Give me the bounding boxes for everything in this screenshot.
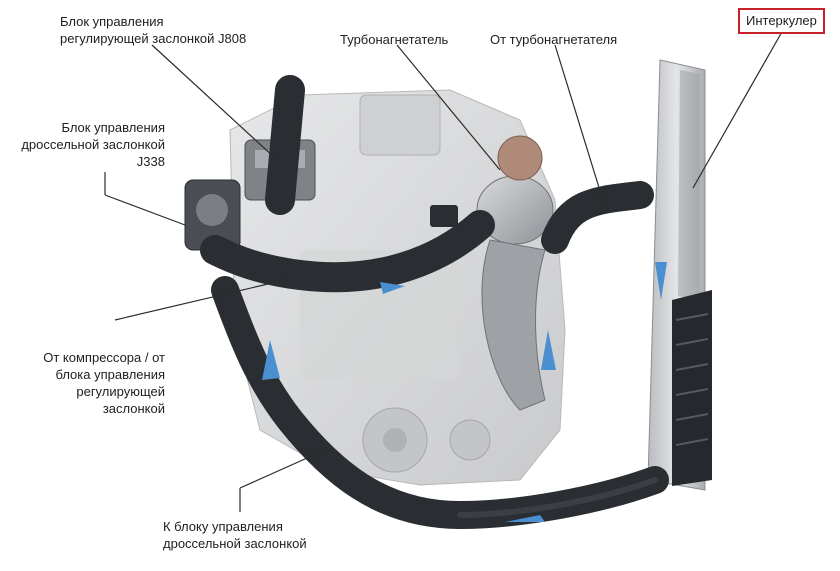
label-intercooler-line-1: Интеркулер bbox=[746, 13, 817, 28]
flow-arrow-up-hose bbox=[262, 340, 280, 380]
label-j808-line-2: регулирующей заслонкой J808 bbox=[60, 31, 247, 46]
label-to-throttle-line-1: К блоку управления bbox=[163, 519, 283, 534]
label-turbocharger: Турбонагнетатель bbox=[340, 31, 448, 48]
label-j808: Блок управления регулирующей заслонкой J… bbox=[60, 13, 246, 47]
label-to-throttle: К блоку управления дроссельной заслонкой bbox=[163, 518, 307, 552]
label-from-turbocharger: От турбонагнетателя bbox=[490, 31, 617, 48]
label-from-compressor-line-3: регулирующей bbox=[76, 384, 165, 399]
flow-arrows bbox=[262, 262, 667, 522]
flow-arrow-left bbox=[505, 515, 545, 522]
label-to-throttle-line-2: дроссельной заслонкой bbox=[163, 536, 307, 551]
leader-turbo bbox=[396, 44, 501, 171]
turbocharger bbox=[430, 135, 554, 411]
leader-j338-b bbox=[104, 194, 186, 226]
leader-from-compressor bbox=[114, 279, 286, 321]
leader-intercooler bbox=[692, 29, 784, 189]
label-j338: Блок управления дроссельной заслонкой J3… bbox=[0, 119, 165, 170]
label-j338-line-3: J338 bbox=[136, 154, 165, 169]
flow-arrow-down bbox=[655, 262, 667, 300]
label-from-compressor: От компрессора / от блока управления рег… bbox=[0, 349, 165, 417]
label-from-compressor-line-2: блока управления bbox=[55, 367, 165, 382]
leader-lines bbox=[104, 29, 784, 512]
charge-air-hoses bbox=[200, 75, 669, 530]
intercooler-radiator bbox=[647, 59, 712, 491]
throttle-valve-body bbox=[184, 179, 241, 251]
flow-arrow-up-turbo bbox=[541, 330, 556, 370]
label-j808-line-1: Блок управления bbox=[60, 14, 164, 29]
leader-to-throttle-b bbox=[239, 449, 326, 489]
flow-arrow-right bbox=[380, 282, 405, 294]
label-intercooler: Интеркулер bbox=[738, 8, 825, 34]
label-j338-line-1: Блок управления bbox=[61, 120, 165, 135]
leader-from-turbo bbox=[554, 44, 606, 208]
label-from-compressor-line-1: От компрессора / от bbox=[43, 350, 165, 365]
label-from-compressor-line-4: заслонкой bbox=[102, 401, 165, 416]
label-from-turbocharger-line-1: От турбонагнетателя bbox=[490, 32, 618, 47]
leader-j808 bbox=[151, 44, 276, 159]
label-j338-line-2: дроссельной заслонкой bbox=[21, 137, 165, 152]
label-turbocharger-line-1: Турбонагнетатель bbox=[340, 32, 449, 47]
